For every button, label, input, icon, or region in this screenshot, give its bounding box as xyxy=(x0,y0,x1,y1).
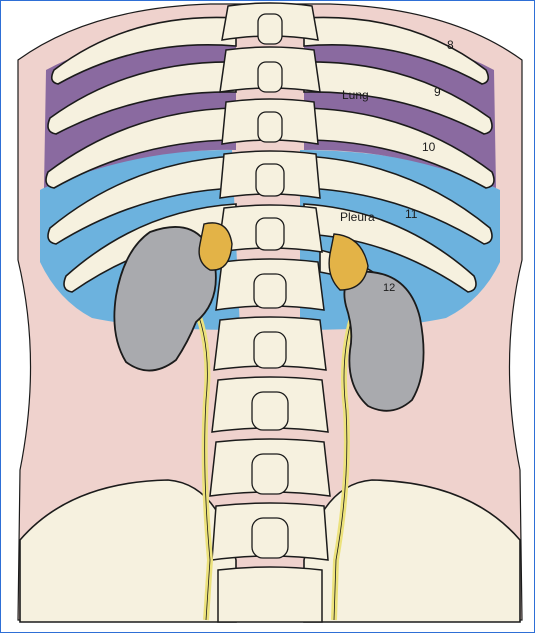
rib-9-label: 9 xyxy=(434,85,441,99)
rib-12-label: 12 xyxy=(383,282,395,294)
rib-10-label: 10 xyxy=(422,140,436,154)
rib-11-label: 11 xyxy=(405,207,418,221)
rib-8-label: 8 xyxy=(447,38,454,52)
adrenal-left xyxy=(199,223,232,270)
lung-label: Lung xyxy=(342,88,369,102)
pleura-label: Pleura xyxy=(340,210,375,224)
